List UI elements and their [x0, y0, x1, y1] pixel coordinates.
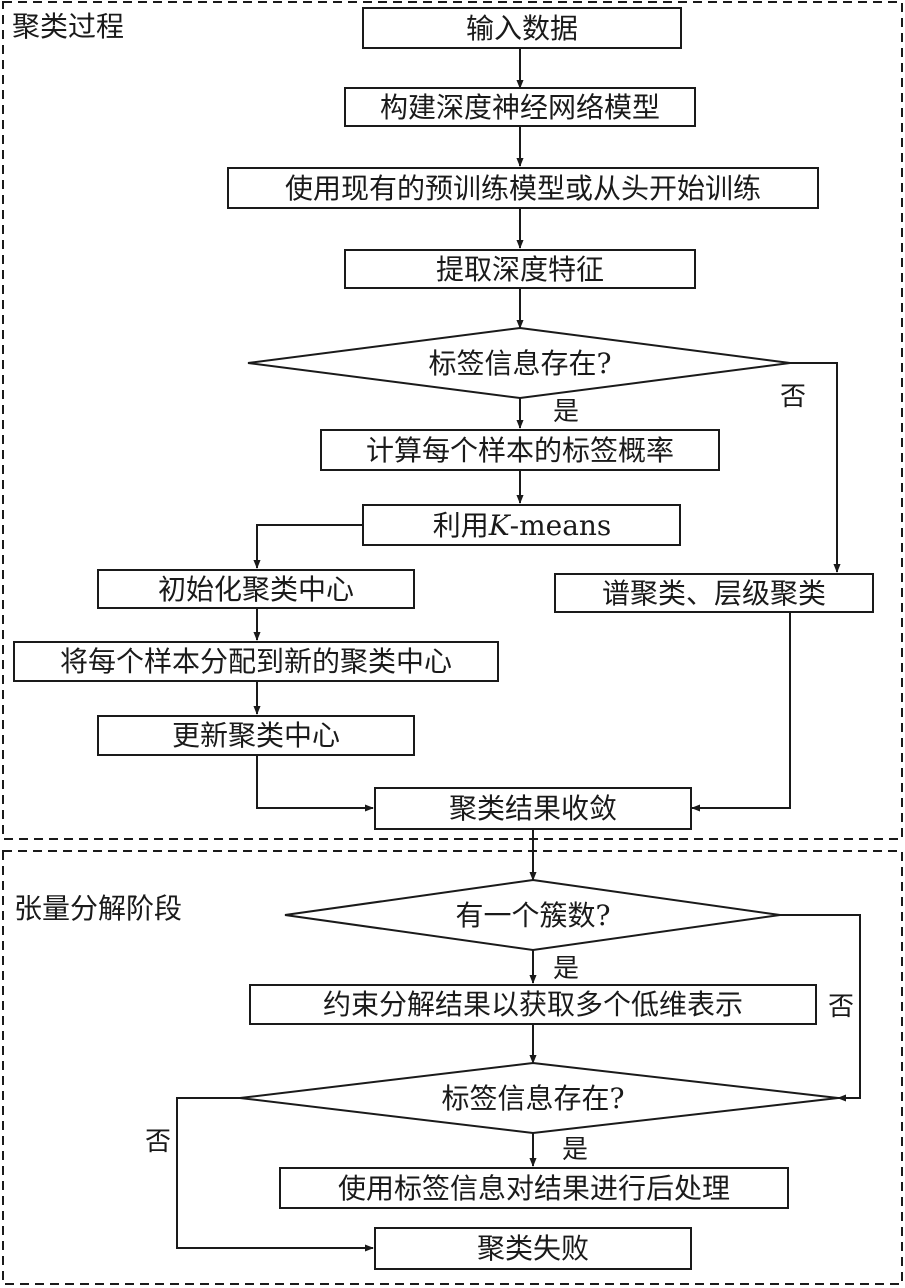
extract-label: 提取深度特征: [436, 253, 604, 286]
postprocess-label: 使用标签信息对结果进行后处理: [338, 1172, 730, 1205]
one-cluster-decision: 有一个簇数?: [284, 878, 781, 952]
edge-kmeans-to-init: [253, 524, 363, 569]
train-node: 使用现有的预训练模型或从头开始训练: [227, 167, 819, 209]
compute-prob-node: 计算每个样本的标签概率: [320, 429, 720, 471]
tensor-section-label: 张量分解阶段: [14, 892, 182, 925]
label-exists-decision-1: 标签信息存在?: [247, 326, 791, 400]
yes-label-2: 是: [553, 954, 579, 984]
edge-decision2-no: [780, 914, 861, 1102]
extract-node: 提取深度特征: [344, 249, 696, 289]
one-cluster-text: 有一个簇数?: [455, 899, 610, 932]
kmeans-node: 利用K-means: [362, 504, 681, 546]
converge-node: 聚类结果收敛: [374, 787, 692, 830]
input-node: 输入数据: [362, 7, 682, 49]
compute-prob-label: 计算每个样本的标签概率: [366, 434, 674, 467]
assign-label: 将每个样本分配到新的聚类中心: [60, 645, 452, 678]
spectral-label: 谱聚类、层级聚类: [602, 577, 826, 610]
spectral-node: 谱聚类、层级聚类: [554, 573, 874, 613]
init-centers-label: 初始化聚类中心: [158, 573, 354, 606]
fail-label: 聚类失败: [477, 1232, 589, 1265]
kmeans-suffix: -means: [510, 509, 612, 542]
input-label: 输入数据: [466, 12, 578, 45]
clustering-section-frame: [2, 1, 903, 840]
constrain-node: 约束分解结果以获取多个低维表示: [249, 984, 817, 1025]
assign-node: 将每个样本分配到新的聚类中心: [13, 641, 499, 682]
edge-spectral-to-converge: [691, 612, 791, 812]
constrain-label: 约束分解结果以获取多个低维表示: [323, 988, 743, 1021]
update-centers-node: 更新聚类中心: [97, 715, 415, 756]
yes-label-3: 是: [562, 1135, 588, 1165]
converge-label: 聚类结果收敛: [449, 792, 617, 825]
clustering-section-label: 聚类过程: [12, 10, 124, 43]
build-model-label: 构建深度神经网络模型: [380, 91, 660, 124]
label-exists-1-text: 标签信息存在?: [428, 347, 611, 380]
label-exists-decision-2: 标签信息存在?: [239, 1061, 839, 1135]
edge-decision3-no: [176, 1097, 374, 1252]
edges: [176, 48, 861, 1252]
kmeans-label: 利用K-means: [433, 509, 612, 542]
update-centers-label: 更新聚类中心: [172, 719, 340, 752]
tensor-section-frame: [2, 850, 903, 1285]
fail-node: 聚类失败: [374, 1227, 692, 1270]
build-model-node: 构建深度神经网络模型: [344, 87, 696, 127]
kmeans-prefix: 利用: [433, 509, 489, 542]
kmeans-k: K: [488, 509, 512, 542]
no-label-3: 否: [145, 1127, 171, 1157]
train-label: 使用现有的预训练模型或从头开始训练: [285, 172, 761, 205]
init-centers-node: 初始化聚类中心: [97, 569, 415, 609]
edge-update-to-converge: [256, 755, 374, 812]
no-label-2: 否: [828, 992, 854, 1022]
postprocess-node: 使用标签信息对结果进行后处理: [279, 1167, 789, 1209]
yes-label-1: 是: [553, 397, 579, 427]
edge-decision1-no: [790, 362, 841, 573]
no-label-1: 否: [780, 382, 806, 412]
label-exists-2-text: 标签信息存在?: [441, 1082, 624, 1115]
